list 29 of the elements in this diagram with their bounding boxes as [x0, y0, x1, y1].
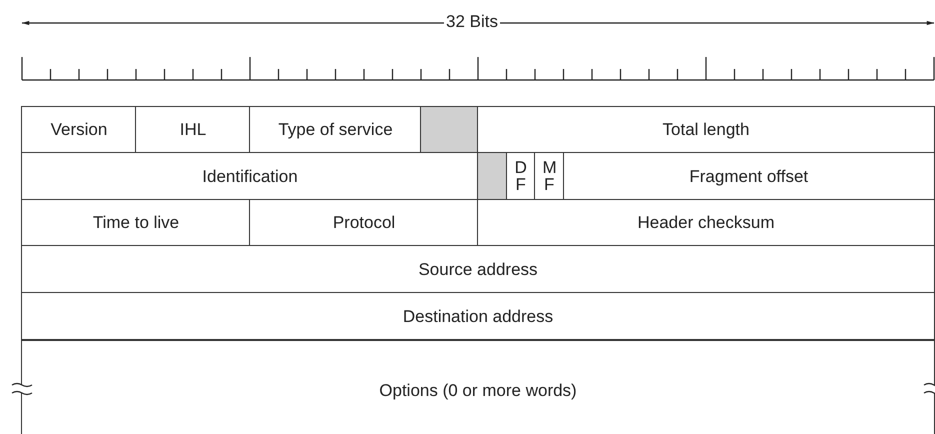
- field-label: Header checksum: [637, 213, 774, 233]
- field-label: Version: [50, 120, 108, 140]
- field-label: Fragment offset: [689, 166, 808, 186]
- field-label: Time to live: [92, 213, 180, 233]
- header-field-cell: [21, 106, 137, 154]
- header-field-cell: [21, 199, 251, 247]
- header-field-cell: [21, 339, 935, 434]
- field-label: Total length: [662, 120, 750, 140]
- header-field-cell: [249, 199, 479, 247]
- header-field-cell: [534, 152, 564, 201]
- field-label: Protocol: [332, 213, 396, 233]
- field-label: D F: [514, 160, 528, 193]
- header-field-cell: [21, 245, 935, 294]
- field-label: Identification: [202, 166, 298, 186]
- header-field-cell: [135, 106, 251, 154]
- header-field-cell: [249, 106, 422, 154]
- field-label: Type of service: [278, 120, 393, 140]
- field-label: Destination address: [402, 306, 554, 326]
- field-label: Options (0 or more words): [379, 380, 577, 400]
- header-field-cell: [477, 106, 935, 154]
- field-label: IHL: [180, 120, 206, 140]
- header-field-cell: [21, 292, 935, 341]
- header-field-cell: [477, 199, 935, 247]
- field-label: M F: [542, 160, 556, 193]
- header-field-cell: [562, 152, 935, 201]
- field-label: Source address: [418, 260, 538, 280]
- header-field-cell: [21, 152, 479, 201]
- reserved-bit-cell: [420, 106, 479, 154]
- reserved-bit-cell: [477, 152, 508, 201]
